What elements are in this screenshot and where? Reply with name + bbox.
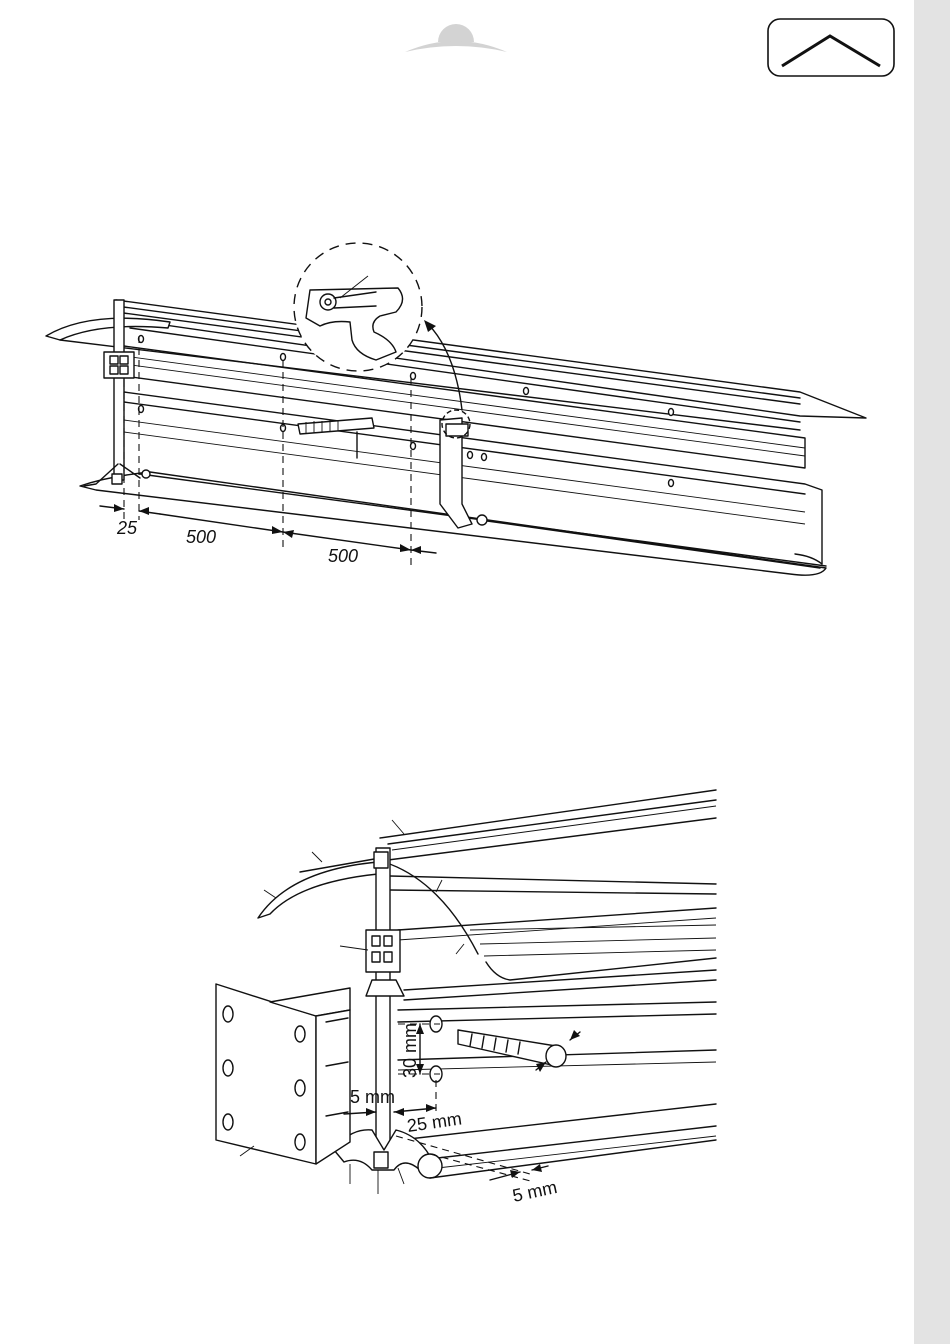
plastic-dowel [458, 1030, 580, 1072]
dim-gap-bottom: 5 mm [511, 1177, 559, 1206]
figure-2-profile-mounting-detail: 30 mm 5 mm 25 mm 5 mm [216, 790, 716, 1206]
dim-spacing-1: 500 [186, 527, 216, 547]
figure-1-ridge-profile-spacing: 25 500 500 [46, 243, 866, 575]
dim-offset-right: 25 mm [406, 1108, 463, 1135]
dim-edge-offset: 25 [116, 518, 138, 538]
dim-gap-left: 5 mm [350, 1087, 395, 1107]
wall-mount-plate [216, 984, 350, 1164]
bracket [440, 418, 472, 528]
dim-vertical-spacing: 30 mm [400, 1023, 420, 1078]
detail-magnifier [294, 243, 470, 438]
dome-logo-icon [405, 24, 507, 52]
ridge-roof-icon[interactable] [768, 19, 894, 76]
dim-spacing-2: 500 [328, 546, 358, 566]
